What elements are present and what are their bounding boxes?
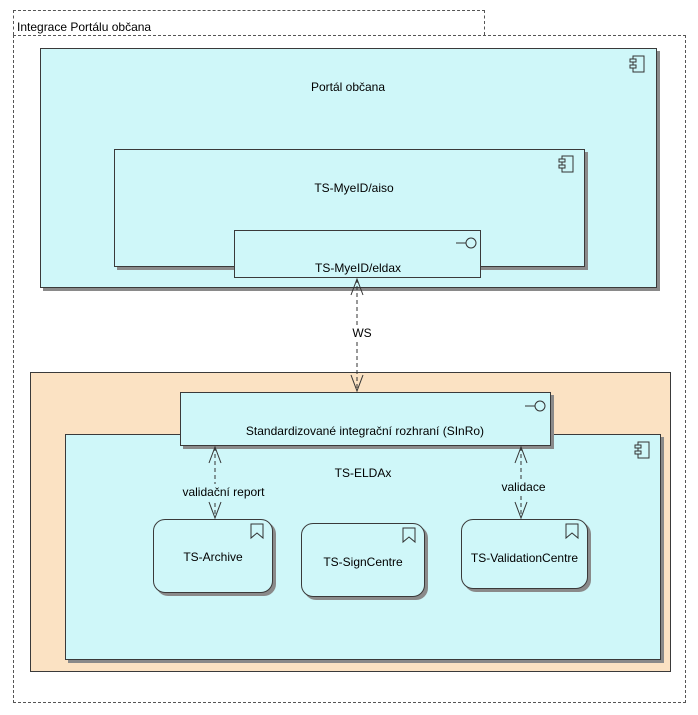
sinro-label: Standardizované integrační rozhraní (SIn… xyxy=(245,424,485,438)
component-icon xyxy=(634,441,650,459)
node-ts-validationcentre[interactable] xyxy=(461,519,588,589)
ws-label: WS xyxy=(352,326,372,340)
component-icon xyxy=(629,55,645,73)
eldax-label: TS-ELDAx xyxy=(334,466,392,480)
interface-ts-myeid-eldax[interactable] xyxy=(234,230,481,278)
bookmark-icon xyxy=(565,523,579,540)
aiso-label: TS-MyeID/aiso xyxy=(314,181,394,195)
component-icon xyxy=(558,155,574,173)
interface-icon xyxy=(525,400,546,412)
group-tab xyxy=(13,10,485,35)
interface-sinro[interactable] xyxy=(180,392,551,446)
node-ts-signcentre[interactable] xyxy=(301,523,425,597)
archive-label: TS-Archive xyxy=(183,550,243,564)
bookmark-icon xyxy=(402,527,416,544)
group-integrace-portalu-obcana[interactable] xyxy=(13,35,686,703)
group-label: Integrace Portálu občana xyxy=(17,20,152,34)
bookmark-icon xyxy=(250,523,264,540)
validationcentre-label: TS-ValidationCentre xyxy=(470,551,579,565)
signcentre-label: TS-SignCentre xyxy=(323,555,403,569)
eldax-interface-label: TS-MyeID/eldax xyxy=(314,261,402,275)
node-ts-archive[interactable] xyxy=(153,519,273,593)
validace-label: validace xyxy=(501,480,546,494)
validacni-report-label: validační report xyxy=(182,485,265,499)
portal-label: Portál občana xyxy=(310,80,386,94)
interface-icon xyxy=(456,237,477,249)
